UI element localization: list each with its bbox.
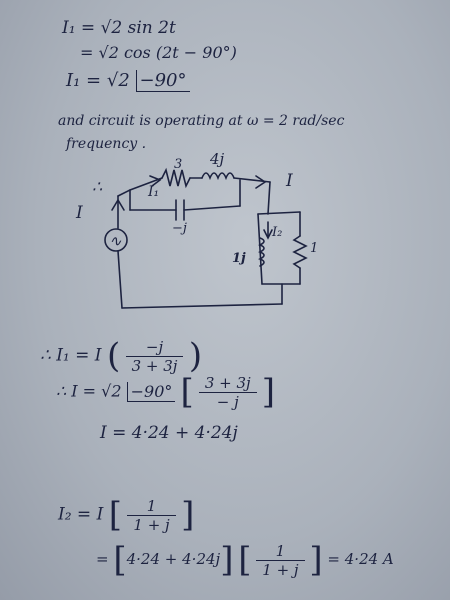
equation-i1-cos: = √2 cos (2t − 90°) bbox=[80, 43, 237, 62]
eq2-angle: −90° bbox=[126, 381, 176, 402]
open-bracket: [ bbox=[108, 495, 122, 535]
capacitor-label: −j bbox=[172, 221, 187, 236]
inductor-label: 4j bbox=[209, 150, 225, 168]
resistor-zigzag bbox=[161, 167, 191, 189]
equation-i1-phasor: I₁ = √2 −90° bbox=[66, 70, 190, 92]
wire-left-down2 bbox=[117, 250, 123, 309]
wire-top-left bbox=[129, 177, 163, 191]
eq5-current: 4·24 + 4·24j bbox=[126, 550, 221, 568]
resistor-1-label: 1 bbox=[310, 241, 318, 256]
current-label-left: I bbox=[75, 203, 83, 223]
resistor-label: 3 bbox=[174, 157, 182, 172]
eq5-denominator: 1 + j bbox=[262, 560, 299, 579]
close-bracket: ] bbox=[261, 372, 276, 412]
eq2-numerator: 3 + 3j bbox=[198, 374, 257, 393]
wire-cap-right bbox=[183, 205, 241, 211]
therefore-symbol: ∴ bbox=[92, 177, 103, 196]
ac-source bbox=[104, 228, 128, 252]
eq1-denominator: 3 + 3j bbox=[131, 356, 178, 375]
inductor-coil bbox=[201, 172, 235, 181]
eq4-numerator: 1 bbox=[127, 497, 176, 516]
inductor-j-label: 1j bbox=[232, 251, 246, 266]
open-paren: ( bbox=[106, 336, 121, 376]
eq4-lhs: I₂ = I bbox=[58, 504, 104, 525]
eq5-fraction: 1 1 + j bbox=[256, 542, 305, 579]
eq5-result: = 4·24 A bbox=[327, 550, 394, 568]
close-bracket: ] bbox=[220, 540, 234, 580]
equation-i2-result: = [4·24 + 4·24j] [ 1 1 + j ] = 4·24 A bbox=[96, 540, 394, 580]
phasor-angle: −90° bbox=[135, 70, 190, 92]
equation-i1-sin: I₁ = √2 sin 2t bbox=[62, 18, 176, 38]
open-bracket: [ bbox=[238, 540, 252, 580]
open-bracket: [ bbox=[180, 372, 194, 412]
open-bracket: [ bbox=[113, 540, 127, 580]
wire-right-box-top bbox=[257, 211, 301, 215]
equation-i-result: I = 4·24 + 4·24j bbox=[100, 423, 238, 443]
inductor-j-coil bbox=[258, 237, 265, 267]
equation-i2: I₂ = I [ 1 1 + j ] bbox=[58, 495, 194, 535]
wire-left-top bbox=[117, 189, 131, 197]
close-bracket: ] bbox=[181, 495, 195, 535]
eq1-lhs: ∴ I₁ = I bbox=[40, 345, 102, 366]
equation-i1-divider: ∴ I₁ = I ( −j 3 + 3j ) bbox=[40, 336, 202, 376]
eq4-fraction: 1 1 + j bbox=[127, 497, 176, 534]
close-bracket: ] bbox=[309, 540, 323, 580]
wire-right-down bbox=[267, 181, 271, 215]
eq5-numerator: 1 bbox=[256, 542, 305, 561]
i2-arrow-head bbox=[263, 229, 273, 240]
i2-label: I₂ bbox=[271, 225, 282, 240]
eq1-fraction: −j 3 + 3j bbox=[125, 338, 184, 375]
eq2-fraction: 3 + 3j − j bbox=[198, 374, 257, 411]
eq2-lhs: ∴ I = √2 bbox=[56, 381, 122, 401]
current-arrow-left bbox=[111, 198, 125, 211]
eq4-denominator: 1 + j bbox=[133, 515, 170, 534]
resistor-1-zigzag bbox=[292, 235, 308, 269]
current-label-right: I bbox=[285, 171, 293, 191]
phasor-lhs: I₁ = √2 bbox=[66, 70, 130, 91]
eq1-numerator: −j bbox=[125, 338, 184, 357]
i1-label: I₁ bbox=[147, 184, 159, 200]
equation-i-total: ∴ I = √2 −90° [ 3 + 3j − j ] bbox=[56, 372, 275, 412]
close-paren: ) bbox=[188, 336, 203, 376]
frequency-note: and circuit is operating at ω = 2 rad/se… bbox=[58, 113, 345, 129]
eq2-denominator: − j bbox=[216, 392, 239, 411]
ac-source-symbol: ∿ bbox=[109, 232, 122, 250]
i1-arrow-head bbox=[149, 175, 162, 187]
frequency-note-cont: frequency . bbox=[66, 136, 147, 152]
current-arrow-right bbox=[255, 175, 267, 189]
wire-right-box-left bbox=[257, 213, 263, 285]
eq5-equals: = bbox=[96, 550, 109, 568]
wire-bottom bbox=[121, 303, 283, 309]
